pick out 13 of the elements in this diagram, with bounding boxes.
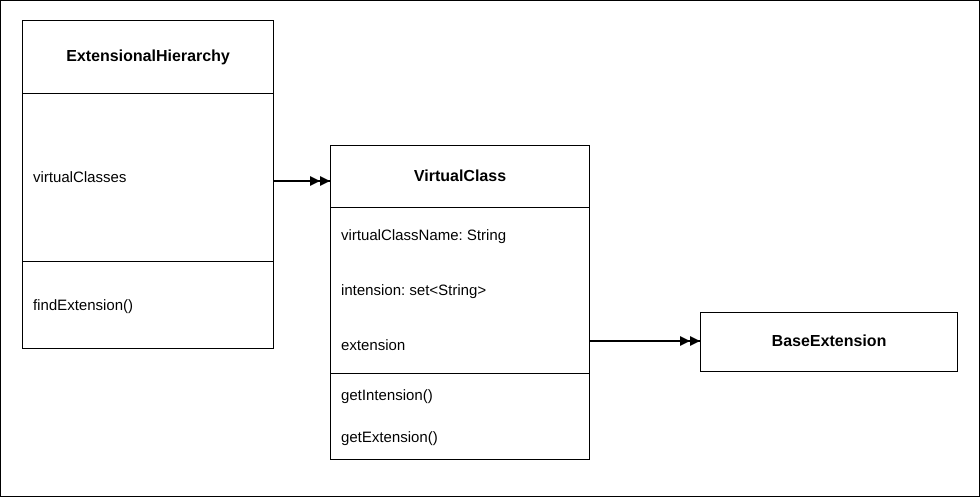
attribute-text: extension	[341, 337, 406, 354]
method-text: getExtension()	[341, 429, 438, 446]
class-box	[22, 20, 274, 349]
attribute-text: virtualClassName: String	[341, 227, 506, 244]
class-box	[330, 145, 590, 460]
method-text: findExtension()	[33, 296, 134, 314]
class-name: BaseExtension	[772, 333, 886, 351]
class-name: VirtualClass	[414, 168, 506, 186]
class-name: ExtensionalHierarchy	[66, 48, 230, 66]
method-text: getIntension()	[341, 386, 433, 404]
attribute-text: intension: set<String>	[341, 282, 486, 299]
class-box	[700, 312, 958, 372]
attribute-text: virtualClasses	[33, 169, 126, 186]
